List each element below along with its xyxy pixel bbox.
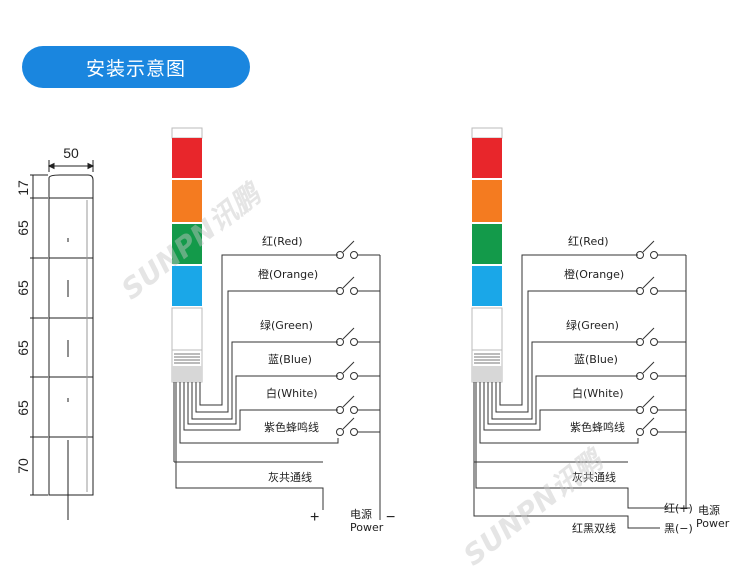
lamp-green (472, 224, 502, 264)
lamp-white (471, 307, 503, 351)
power-label-en: Power (696, 517, 730, 530)
power-plus-symbol: + (310, 509, 319, 526)
wire-label-blue: 蓝(Blue) (268, 353, 312, 366)
dimension-height-label: 65 (15, 340, 31, 356)
lamp-red (472, 138, 502, 178)
dimension-height-label: 65 (15, 280, 31, 296)
wire-label-green: 绿(Green) (260, 318, 313, 332)
wire-label-green: 绿(Green) (566, 318, 619, 332)
page-title: 安装示意图 (22, 46, 250, 88)
dimension-drawing (30, 160, 95, 520)
lamp-blue (172, 266, 202, 306)
dimension-width-label: 50 (63, 145, 79, 161)
wire-label-common: 灰共通线 (572, 470, 616, 484)
wire-label-orange: 橙(Orange) (564, 267, 624, 281)
wiring-diagram-right: 红(Red) 橙(Orange) 绿(Green) 蓝(Blue) 白(Whit… (471, 127, 730, 535)
power-label-en: Power (350, 521, 384, 534)
power-label-cn: 电源 (698, 503, 720, 517)
dimension-height-label: 65 (15, 400, 31, 416)
wire-label-red: 红(Red) (568, 235, 608, 248)
lamp-green (172, 224, 202, 264)
wiring-diagram-left: 红(Red) 橙(Orange) 绿(Green) 蓝(Blue) 白(Whit… (171, 127, 395, 534)
power-minus-symbol: − (386, 509, 395, 526)
dimension-height-label: 17 (15, 180, 31, 196)
wire-label-orange: 橙(Orange) (258, 267, 318, 281)
wire-label-white: 白(White) (266, 386, 318, 400)
lamp-red (172, 138, 202, 178)
wire-label-buzzer: 紫色蜂鸣线 (264, 420, 319, 434)
dimension-height-label: 70 (15, 458, 31, 474)
lamp-orange (472, 180, 502, 222)
wire-label-blue: 蓝(Blue) (574, 353, 618, 366)
wire-label-white: 白(White) (572, 386, 624, 400)
lamp-orange (172, 180, 202, 222)
power-negative-label: 黑(−) (664, 522, 693, 535)
wire-label-common: 灰共通线 (268, 470, 312, 484)
wire-label-red: 红(Red) (262, 235, 302, 248)
power-label-cn: 电源 (350, 507, 372, 521)
wire-label-dual: 红黑双线 (572, 521, 616, 535)
lamp-white (171, 307, 203, 351)
dimension-height-label: 65 (15, 220, 31, 236)
power-positive-label: 红(+) (664, 502, 693, 515)
lamp-blue (472, 266, 502, 306)
wire-label-buzzer: 紫色蜂鸣线 (570, 420, 625, 434)
